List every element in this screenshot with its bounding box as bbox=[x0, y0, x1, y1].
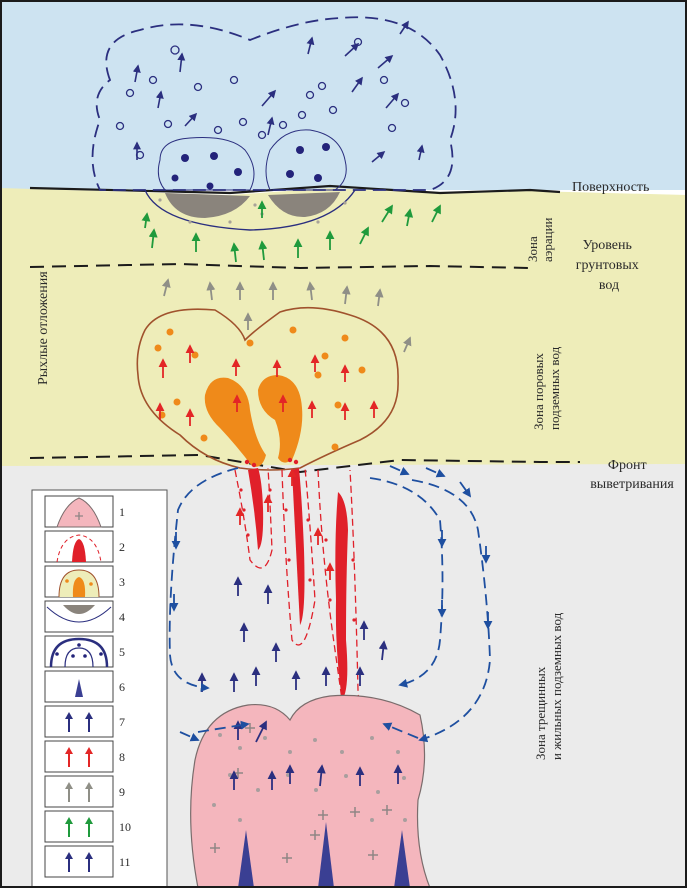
legend-rows: 1 2 3 4 5 6 7 8 9 10 11 bbox=[45, 496, 131, 877]
sediment-layer bbox=[0, 188, 687, 468]
sky-layer bbox=[0, 0, 687, 190]
legend-number: 8 bbox=[119, 750, 125, 764]
legend-item-2: 2 bbox=[45, 531, 125, 562]
legend-number: 1 bbox=[119, 505, 125, 519]
legend-number: 6 bbox=[119, 680, 125, 694]
pore-water-zone-label: Зона поровых подземных вод bbox=[531, 346, 562, 430]
legend-swatch bbox=[45, 706, 113, 737]
legend-number: 7 bbox=[119, 715, 125, 729]
legend-item-8: 8 bbox=[45, 741, 125, 772]
legend-item-4: 4 bbox=[45, 601, 125, 632]
legend-swatch bbox=[45, 811, 113, 842]
legend-number: 2 bbox=[119, 540, 125, 554]
surface-label: Поверхность bbox=[572, 180, 649, 195]
legend-number: 3 bbox=[119, 575, 125, 589]
legend-number: 10 bbox=[119, 820, 131, 834]
legend-number: 5 bbox=[119, 645, 125, 659]
legend-number: 9 bbox=[119, 785, 125, 799]
legend-swatch bbox=[45, 741, 113, 772]
legend-item-9: 9 bbox=[45, 776, 125, 807]
legend: 1 2 3 4 5 6 7 8 9 10 11 bbox=[32, 490, 167, 888]
legend-number: 11 bbox=[119, 855, 131, 869]
legend-item-5: 5 bbox=[45, 636, 125, 667]
granite-intrusion bbox=[191, 695, 430, 888]
legend-item-6: 6 bbox=[45, 671, 125, 702]
legend-number: 4 bbox=[119, 610, 125, 624]
legend-item-7: 7 bbox=[45, 706, 125, 737]
legend-item-1: 1 bbox=[45, 496, 125, 527]
loose-sediments-label: Рыхлые отложения bbox=[36, 271, 51, 385]
legend-swatch bbox=[45, 846, 113, 877]
legend-item-3: 3 bbox=[45, 566, 125, 597]
legend-swatch bbox=[45, 776, 113, 807]
